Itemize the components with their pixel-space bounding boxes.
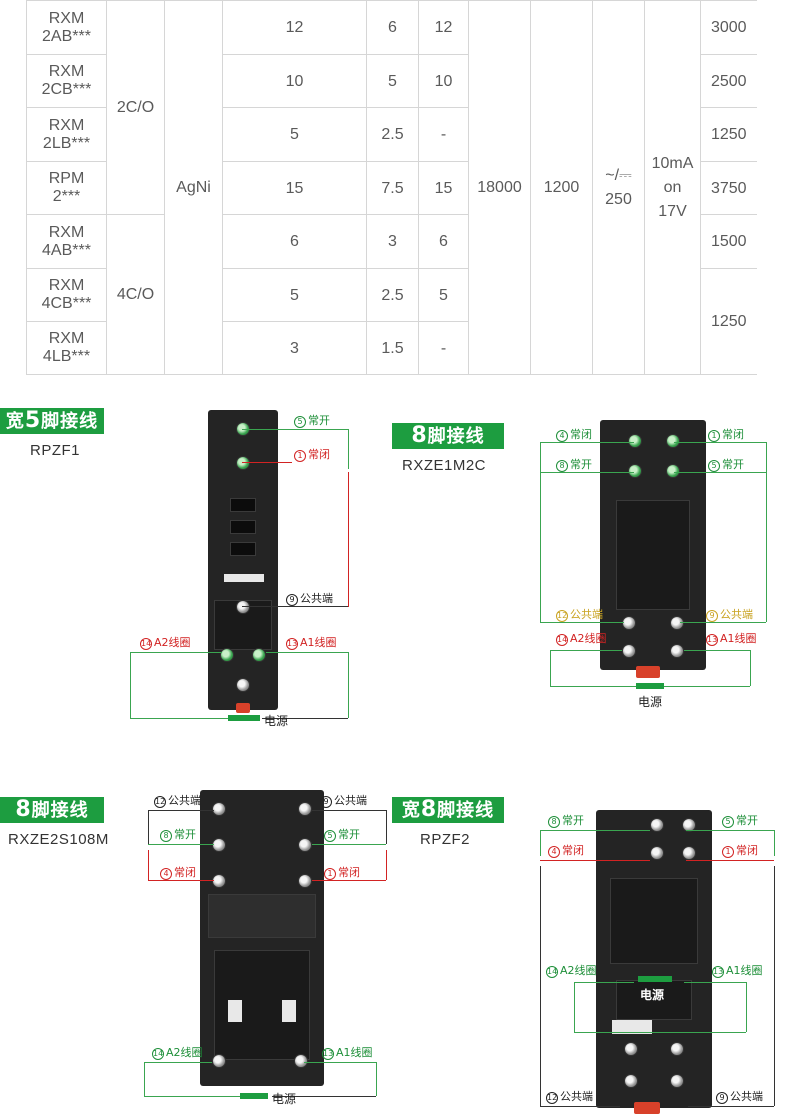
power-bar [228, 715, 260, 721]
relay-socket-image [600, 420, 706, 670]
relay-socket-image [596, 810, 712, 1108]
table-row: RXM 2LB*** 5 2.5 - 1250 [26, 107, 757, 162]
power-bar [636, 683, 664, 689]
model-cell: RPM 2*** [26, 161, 107, 215]
model-cell: RXM 2AB*** [26, 0, 107, 55]
value-cell: 2.5 [366, 268, 419, 322]
value-cell: 5 [418, 268, 469, 322]
model-label: RXZE2S108M [8, 831, 109, 848]
contacts-cell: 2C/O [106, 0, 165, 215]
value-cell: 1250 [700, 268, 757, 375]
contacts-cell: 4C/O [106, 214, 165, 375]
value-cell: 12 [222, 0, 367, 55]
panel-title: 8脚接线 [392, 423, 504, 449]
value-cell: 3750 [700, 161, 757, 215]
panel-title: 宽8脚接线 [392, 797, 504, 823]
table-row: RXM 2AB*** 2C/O AgNi 12 6 12 18000 1200 … [26, 0, 757, 375]
power-label: 电源 [272, 1092, 297, 1106]
relay-socket-image [208, 410, 278, 710]
value-cell: 1250 [700, 107, 757, 162]
power-bar [240, 1093, 268, 1099]
relay-socket-image [200, 790, 324, 1086]
min-load-cell: 10mA on 17V [644, 0, 701, 375]
table-row: RXM 4CB*** 5 2.5 5 1250 [26, 268, 757, 375]
value-cell: 6 [366, 0, 419, 55]
panel-title: 8脚接线 [0, 797, 104, 823]
model-cell: RXM 4CB*** [26, 268, 107, 322]
table-row: RXM 4LB*** 3 1.5 - [26, 321, 757, 375]
value-cell: 1500 [700, 214, 757, 269]
value-cell: 3000 [700, 0, 757, 55]
value-cell: 1200 [530, 0, 593, 375]
model-cell: RXM 2CB*** [26, 54, 107, 108]
value-cell: 6 [222, 214, 367, 269]
value-cell: 1.5 [366, 321, 419, 375]
value-cell: - [418, 107, 469, 162]
power-label: 电源 [640, 988, 665, 1002]
value-cell: 15 [418, 161, 469, 215]
value-cell: 10 [222, 54, 367, 108]
value-cell: 15 [222, 161, 367, 215]
spec-table: RXM 2AB*** 2C/O AgNi 12 6 12 18000 1200 … [26, 0, 757, 375]
model-cell: RXM 4AB*** [26, 214, 107, 269]
value-cell: 3 [222, 321, 367, 375]
table-row: RPM 2*** 15 7.5 15 3750 [26, 161, 757, 215]
power-label: 电源 [264, 714, 289, 728]
value-cell: 2500 [700, 54, 757, 108]
voltage-cell: ~/⎓ 250 [592, 0, 645, 375]
material-cell: AgNi [164, 0, 223, 375]
value-cell: 5 [222, 107, 367, 162]
value-cell: 12 [418, 0, 469, 55]
value-cell: - [418, 321, 469, 375]
value-cell: 3 [366, 214, 419, 269]
value-cell: 5 [222, 268, 367, 322]
value-cell: 5 [366, 54, 419, 108]
value-cell: 18000 [468, 0, 531, 375]
model-cell: RXM 2LB*** [26, 107, 107, 162]
panel-title: 宽5脚接线 [0, 408, 104, 434]
model-label: RPZF2 [420, 831, 471, 848]
power-bar [638, 976, 672, 982]
table-row: RXM 2CB*** 10 5 10 2500 [26, 54, 757, 108]
value-cell: 6 [418, 214, 469, 269]
model-cell: RXM 4LB*** [26, 321, 107, 375]
value-cell: 10 [418, 54, 469, 108]
table-row: RXM 4AB*** 4C/O 6 3 6 1500 [26, 214, 757, 375]
power-label: 电源 [638, 695, 663, 709]
value-cell: 7.5 [366, 161, 419, 215]
value-cell: 2.5 [366, 107, 419, 162]
model-label: RXZE1M2C [402, 457, 487, 474]
model-label: RPZF1 [30, 442, 81, 459]
